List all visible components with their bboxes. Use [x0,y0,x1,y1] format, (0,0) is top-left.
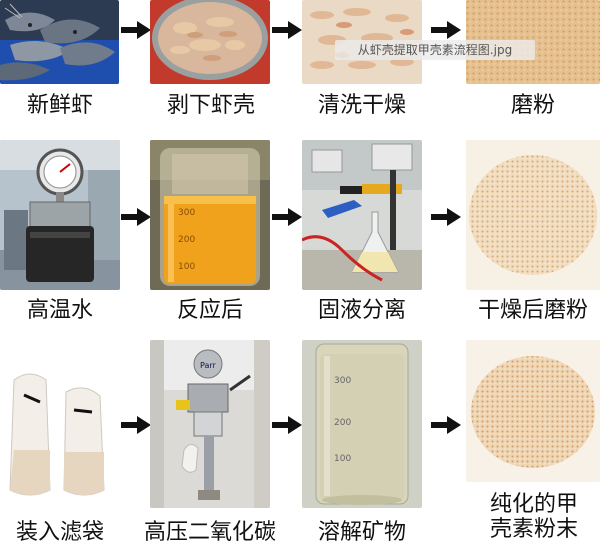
step-label: 溶解矿物 [317,520,406,545]
step-label: 清洗干燥 [317,93,406,118]
shrimp-photo [0,0,119,84]
step-label: 高压二氧化碳 [143,520,276,545]
jar-scale-100: 100 [178,262,196,272]
dried-powder-photo [466,140,600,290]
jar-scale-200: 200 [178,235,196,245]
step-label: 剥下虾壳 [166,93,255,118]
arrow-right-icon [431,21,461,39]
arrow-right-icon [272,208,302,226]
arrow-right-icon [121,416,151,434]
arrow-right-icon [431,208,461,226]
co2-apparatus-photo: Parr [150,340,270,508]
svg-text:Parr: Parr [200,361,217,370]
step-label: 装入滤袋 [15,520,104,545]
step-label: 干燥后磨粉 [477,298,588,323]
jar-scale-300: 300 [178,208,196,218]
cloudy-liquid-jar-photo: 300 200 100 [302,340,422,508]
step-label: 新鲜虾 [26,93,93,118]
arrow-right-icon [272,416,302,434]
step-label: 高温水 [26,298,93,323]
jar-scale-100: 100 [334,454,352,464]
arrow-right-icon [121,208,151,226]
chitin-powder-photo [466,340,600,482]
reactor-photo [0,140,120,290]
filename-watermark: 从虾壳提取甲壳素流程图.jpg [335,40,535,60]
jar-scale-200: 200 [334,418,352,428]
step-label: 磨粉 [510,93,555,118]
step-label: 纯化的甲壳素粉末 [489,492,578,542]
arrow-right-icon [121,21,151,39]
shells-bowl-photo [150,0,270,84]
filtration-flask-photo [302,140,422,290]
jar-scale-300: 300 [334,376,352,386]
arrow-right-icon [431,416,461,434]
step-label: 反应后 [176,298,243,323]
step-label: 固液分离 [317,298,406,323]
arrow-right-icon [272,21,302,39]
filter-bags-photo [0,340,120,508]
orange-liquid-jar-photo: 300 200 100 [150,140,270,290]
